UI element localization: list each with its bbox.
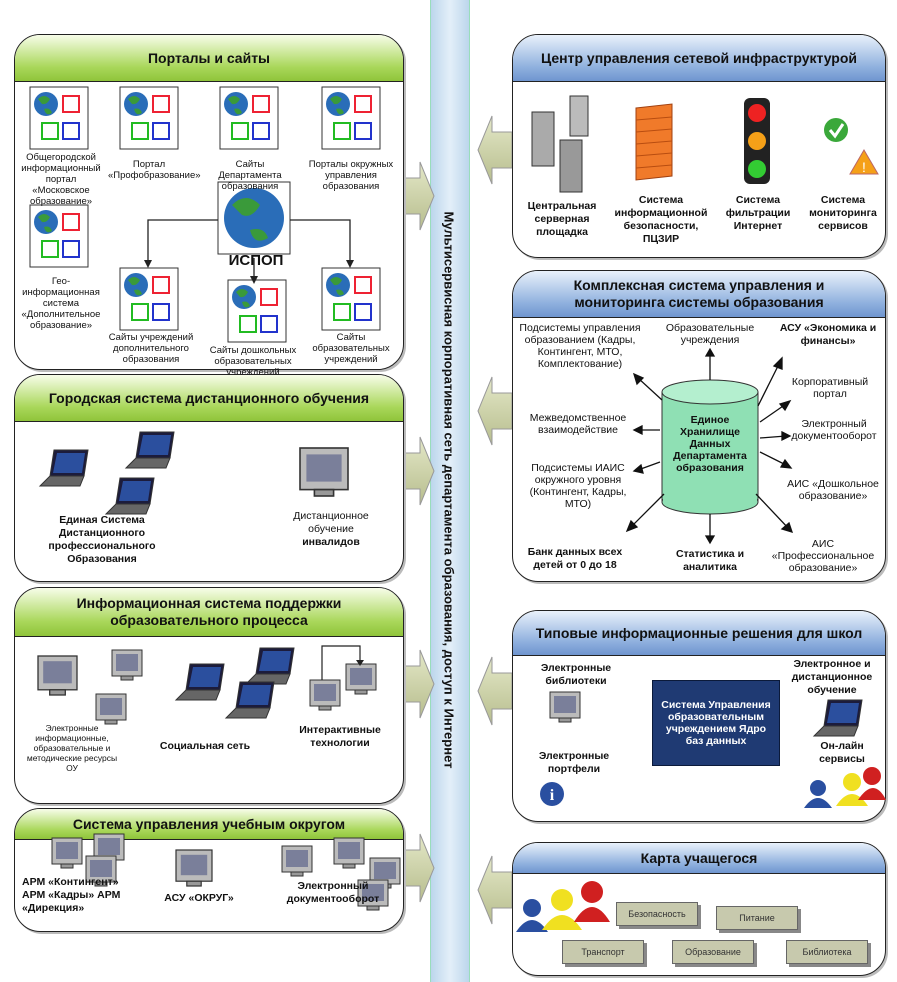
e-library-label: Электронные библиотеки	[540, 662, 612, 687]
school-core-box: Система Управления образовательным учреж…	[652, 680, 780, 766]
iais-label: Подсистемы ИАИС окружного уровня (Контин…	[529, 462, 627, 510]
district-panel: Система управления учебным округом	[14, 808, 404, 932]
statistics-label: Статистика и аналитика	[675, 548, 745, 573]
svg-text:i: i	[550, 787, 555, 804]
monitoring-label: Система мониторинга сервисов	[809, 194, 877, 232]
users-icon	[516, 881, 610, 932]
tag-education: Образование	[672, 940, 754, 964]
children-bank-label: Банк данных всех детей от 0 до 18	[527, 546, 623, 571]
corporate-portal-label: Корпоративный портал	[791, 376, 869, 400]
portal-prof-label: Портал «Профобразование»	[108, 159, 201, 181]
interagency-label: Межведомственное взаимодействие	[529, 412, 627, 436]
asu-economics-label: АСУ «Экономика и финансы»	[779, 322, 877, 347]
online-services-label: Он-лайн сервисы	[819, 740, 865, 765]
dop-sites-label: Сайты учреждений дополнительного образов…	[108, 332, 194, 365]
server-icon	[531, 95, 589, 193]
ispop-label: ИСПОП	[228, 252, 284, 269]
social-network-label: Социальная сеть	[159, 740, 251, 752]
distance-title: Городская система дистанционного обучени…	[15, 375, 403, 422]
server-site-label: Центральная серверная площадка	[527, 200, 597, 238]
ais-preschool-label: АИС «Дошкольное образование»	[787, 478, 879, 502]
portals-title: Порталы и сайты	[15, 35, 403, 82]
infosec-label: Система информационной безопасности, ПЦЗ…	[614, 194, 708, 245]
card-title: Карта учащегося	[513, 843, 885, 874]
database-label: Единое Хранилище Данных Департамента обр…	[673, 414, 747, 474]
institutions-label: Образовательные учреждения	[665, 322, 755, 346]
tag-safety: Безопасность	[616, 902, 698, 926]
department-sites-label: Сайты Департамента образования	[218, 159, 282, 192]
district-title: Система управления учебным округом	[15, 809, 403, 840]
infosys-title: Информационная система поддержки образов…	[15, 588, 403, 637]
filter-label: Система фильтрации Интернет	[725, 194, 791, 232]
doshk-sites-label: Сайты дошкольных образовательных учрежде…	[209, 345, 297, 378]
school-sites-label: Сайты образовательных учреждений	[312, 332, 390, 365]
school-title: Типовые информационные решения для школ	[513, 611, 885, 656]
asu-okrug-label: АСУ «ОКРУГ»	[164, 892, 234, 904]
okrug-portals-label: Порталы окружных управления образования	[308, 159, 394, 192]
e-learning-label: Электронное и дистанционное обучение	[791, 658, 873, 696]
users-icon	[804, 767, 886, 808]
geo-system-label: Гео-информационная система «Дополнительн…	[21, 276, 101, 331]
ais-prof-label: АИС «Профессиональное образование»	[771, 538, 875, 574]
network-backbone	[430, 0, 470, 982]
district-edo-label: Электронный документооборот	[286, 880, 380, 905]
e-portfolio-label: Электронные портфели	[538, 750, 610, 775]
firewall-icon	[635, 103, 673, 181]
info-icon: i	[540, 782, 564, 806]
network-panel: Центр управления сетевой инфраструктурой	[512, 34, 886, 258]
interactive-tech-label: Интерактивные технологии	[299, 724, 381, 749]
eor-label: Электронные информационные, образователь…	[26, 723, 118, 773]
school-core-label: Система Управления образовательным учреж…	[661, 699, 771, 747]
portal-moscow-label: Общегородской информационный портал «Мос…	[21, 152, 101, 207]
esdpo-label: Единая Система Дистанционного профессион…	[48, 514, 156, 565]
arm-label: АРМ «Контингент» АРМ «Кадры» АРМ «Дирекц…	[22, 876, 121, 914]
tag-food: Питание	[716, 906, 798, 930]
complex-edo-label: Электронный документооборот	[791, 418, 877, 442]
monitoring-icon: !	[824, 118, 879, 175]
traffic-light-icon	[744, 98, 770, 184]
complex-title: Комплексная система управления и монитор…	[513, 271, 885, 318]
tag-library: Библиотека	[786, 940, 868, 964]
tag-transport: Транспорт	[562, 940, 644, 964]
management-subsystems-label: Подсистемы управления образованием (Кадр…	[519, 322, 641, 370]
svg-text:!: !	[862, 159, 866, 175]
network-title: Центр управления сетевой инфраструктурой	[513, 35, 885, 82]
